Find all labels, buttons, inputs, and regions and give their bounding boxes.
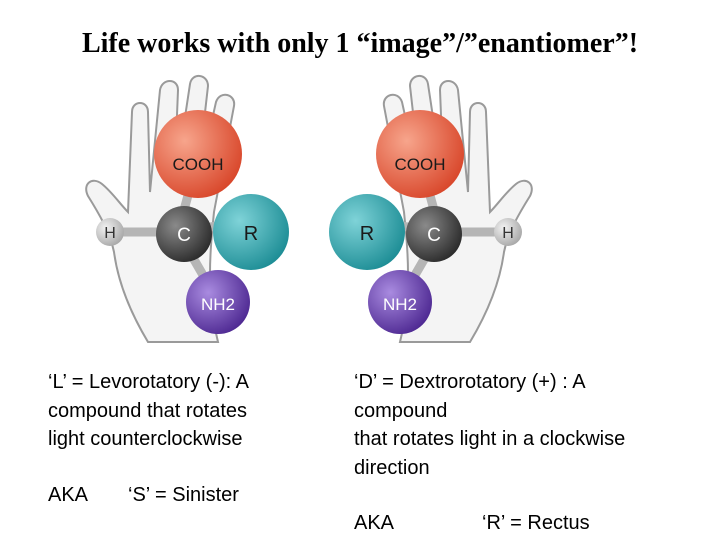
- svg-text:C: C: [427, 225, 441, 246]
- left-carbon-atom: C: [156, 206, 212, 262]
- right-cooh-atom: COOH: [376, 110, 464, 198]
- left-h-atom: H: [96, 218, 124, 246]
- svg-text:COOH: COOH: [395, 155, 446, 174]
- right-h-atom: H: [494, 218, 522, 246]
- svg-text:NH2: NH2: [201, 295, 235, 314]
- svg-text:COOH: COOH: [173, 155, 224, 174]
- right-aka-label: AKA: [354, 512, 395, 534]
- right-aka-value: ‘R’ = Rectus: [482, 512, 590, 534]
- svg-text:R: R: [360, 223, 374, 245]
- left-cooh-atom: COOH: [154, 110, 242, 198]
- left-aka-value: ‘S’ = Sinister: [128, 484, 239, 506]
- left-r-atom: R: [213, 194, 289, 270]
- left-aka-label: AKA: [48, 484, 89, 506]
- right-r-atom: R: [329, 194, 405, 270]
- right-aka-line: AKA ‘R’ = Rectus: [354, 512, 694, 538]
- right-carbon-atom: C: [406, 206, 462, 262]
- right-hand-molecule-figure: H COOH NH2 C R: [310, 72, 540, 362]
- svg-text:R: R: [244, 223, 258, 245]
- right-caption: ‘D’ = Dextrorotatory (+) : A compound th…: [354, 371, 626, 479]
- left-molecule-svg: H COOH NH2 C R: [85, 75, 289, 343]
- slide-title: Life works with only 1 “image”/”enantiom…: [81, 28, 639, 59]
- left-nh2-atom: NH2: [186, 270, 250, 334]
- right-molecule-svg: H COOH NH2 C R: [329, 75, 533, 343]
- svg-text:H: H: [104, 225, 116, 242]
- left-caption: ‘L’ = Levorotatory (-): A compound that …: [48, 371, 250, 450]
- svg-text:C: C: [177, 225, 191, 246]
- svg-text:H: H: [502, 225, 514, 242]
- svg-text:NH2: NH2: [383, 295, 417, 314]
- left-aka-line: AKA ‘S’ = Sinister: [48, 484, 318, 510]
- right-nh2-atom: NH2: [368, 270, 432, 334]
- left-hand-molecule-figure: H COOH NH2 C R: [78, 72, 308, 362]
